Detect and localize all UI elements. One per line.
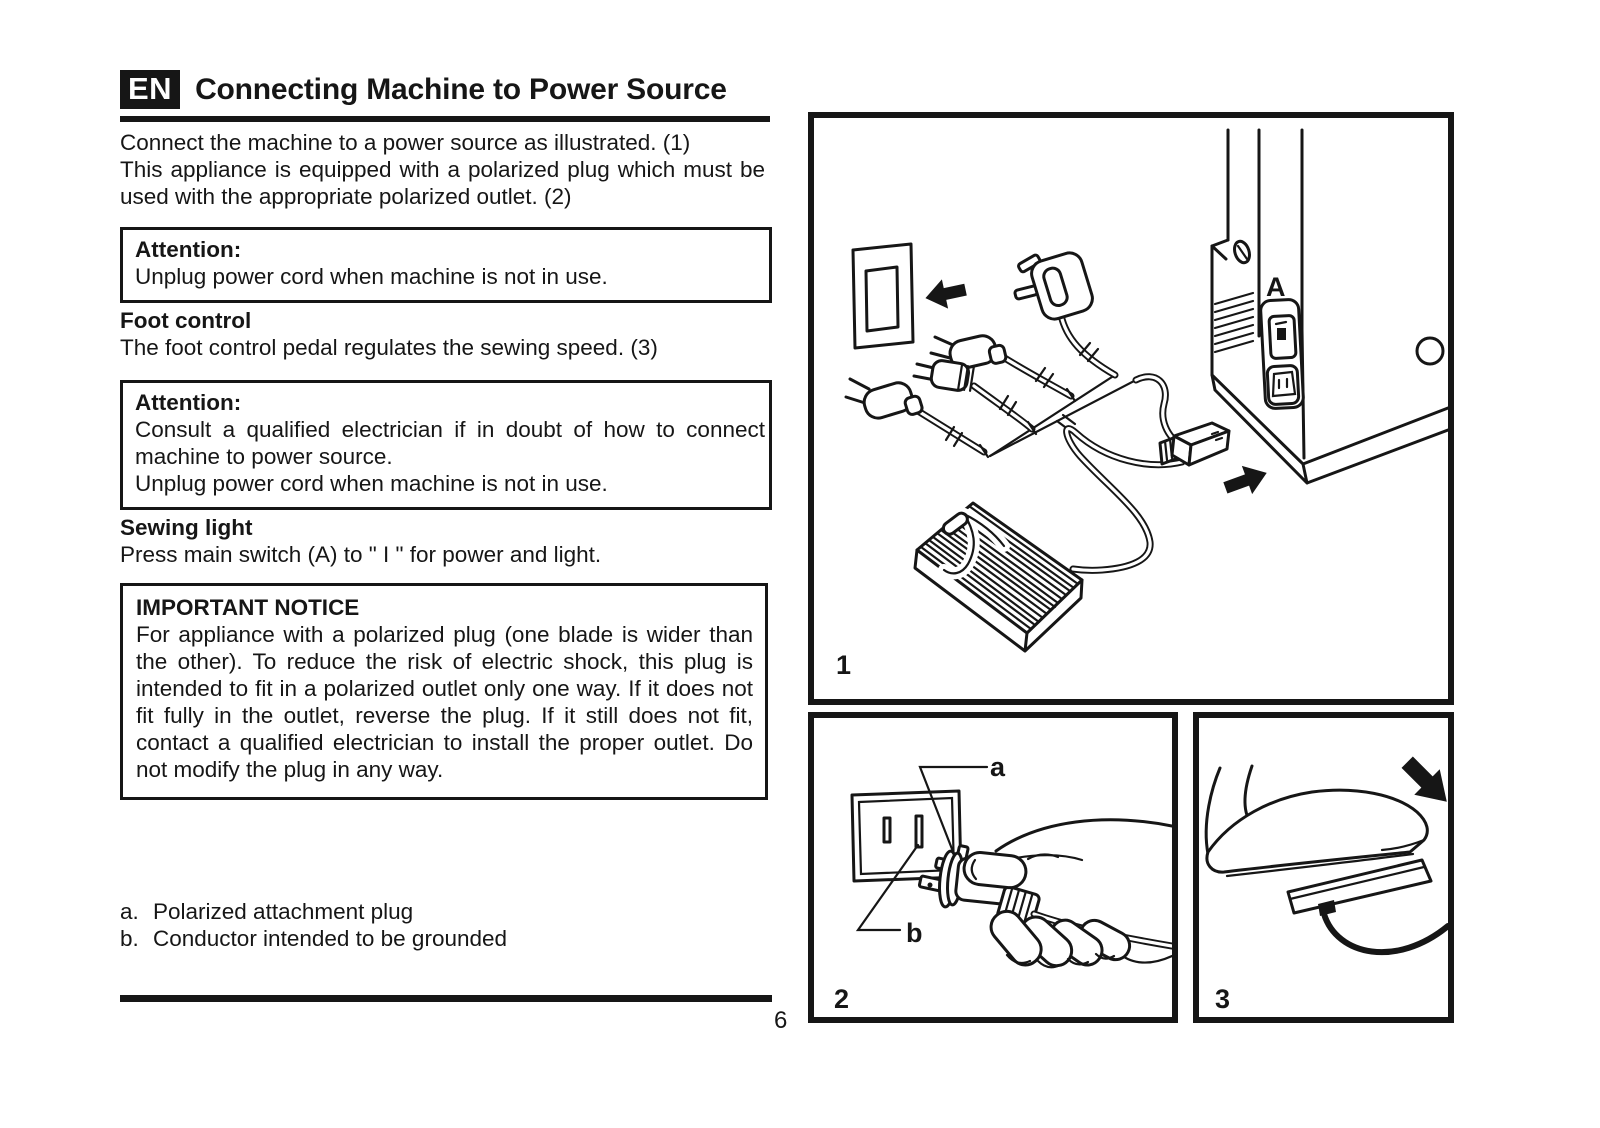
euro-plug-middle [929, 334, 1008, 370]
label-b: b [906, 918, 923, 948]
arrow-left-icon [925, 279, 967, 309]
power-inlet [1265, 364, 1301, 406]
attention-box-1: Attention: Unplug power cord when machin… [120, 227, 772, 303]
intro-paragraph: Connect the machine to a power source as… [120, 129, 765, 210]
attention-2-heading: Attention: [135, 390, 242, 415]
hand [962, 818, 1172, 969]
us-polarized-plug [912, 359, 975, 392]
foot-control-body: The foot control pedal regulates the sew… [120, 335, 658, 360]
language-badge: EN [120, 70, 181, 109]
important-notice-body: For appliance with a polarized plug (one… [136, 622, 753, 782]
figure-1-number: 1 [836, 650, 851, 680]
page-number: 6 [774, 1007, 788, 1034]
figure-2-number: 2 [834, 984, 849, 1014]
figure-3-foot-pedal-press: 3 [1193, 712, 1454, 1023]
foot-control-heading: Foot control [120, 308, 252, 333]
label-a: a [990, 752, 1006, 782]
figure-2-polarized-plug: a b 2 [808, 712, 1178, 1023]
pedal [1286, 858, 1433, 916]
foot-pedal [913, 501, 1084, 653]
arrow-right-icon [1223, 465, 1267, 495]
cord-break-marks [944, 341, 1100, 459]
intro-line-2: This appliance is equipped with a polari… [120, 157, 765, 209]
intro-line-1: Connect the machine to a power source as… [120, 130, 691, 155]
pedal-cable [1321, 911, 1448, 956]
outlet-slot-narrow [882, 816, 892, 844]
pedal-ribs [919, 504, 1080, 631]
foot-control-section: Foot control The foot control pedal regu… [120, 307, 772, 361]
attention-1-heading: Attention: [135, 237, 242, 262]
legend-key-b: b. [120, 926, 139, 951]
sewing-light-section: Sewing light Press main switch (A) to " … [120, 514, 772, 568]
machine-plug-connector [1158, 421, 1231, 467]
uk-adapter-plug [1013, 251, 1094, 321]
sewing-light-heading: Sewing light [120, 515, 253, 540]
page-header: EN Connecting Machine to Power Source [120, 70, 770, 122]
figure-1-illustration: A [836, 128, 1448, 680]
figure-2-illustration: a b 2 [834, 752, 1172, 1014]
label-a-leader [918, 765, 989, 851]
figure-3-number: 3 [1215, 984, 1230, 1014]
page-title: Connecting Machine to Power Source [195, 72, 727, 106]
legend-key-a: a. [120, 899, 139, 924]
sewing-machine-rear: A [1210, 128, 1448, 485]
legend-item-a: a. Polarized attachment plug [120, 898, 772, 925]
important-notice-heading: IMPORTANT NOTICE [136, 595, 360, 620]
important-notice-box: IMPORTANT NOTICE For appliance with a po… [120, 583, 768, 800]
figure-3-illustration: 3 [1204, 756, 1448, 1014]
main-switch [1267, 314, 1298, 360]
vent-slats [1213, 291, 1255, 354]
attention-1-body: Unplug power cord when machine is not in… [135, 264, 608, 289]
euro-plug-bottom [844, 377, 924, 420]
figure-1-power-connection: A [808, 112, 1454, 705]
attention-box-2: Attention: Consult a qualified electrici… [120, 380, 772, 510]
arrow-down-right-icon [1401, 756, 1447, 802]
wall-outlet [851, 242, 915, 350]
legend-item-b: b. Conductor intended to be grounded [120, 925, 772, 952]
sewing-light-body: Press main switch (A) to " I " for power… [120, 542, 602, 567]
switch-label: A [1266, 272, 1286, 302]
outlet-slot-wide [914, 814, 924, 849]
handwheel-hole [1415, 336, 1445, 366]
legend-text-b: Conductor intended to be grounded [153, 926, 508, 951]
footer-rule [120, 995, 772, 1002]
cord-bundle [988, 373, 1138, 458]
foot-on-pedal [1204, 764, 1429, 878]
label-b-leader [855, 843, 920, 932]
legend-list: a. Polarized attachment plug b. Conducto… [120, 898, 772, 952]
attention-2-line-2: Unplug power cord when machine is not in… [135, 471, 608, 496]
legend-text-a: Polarized attachment plug [153, 899, 414, 924]
attention-2-line-1: Consult a qualified electrician if in do… [135, 417, 765, 469]
